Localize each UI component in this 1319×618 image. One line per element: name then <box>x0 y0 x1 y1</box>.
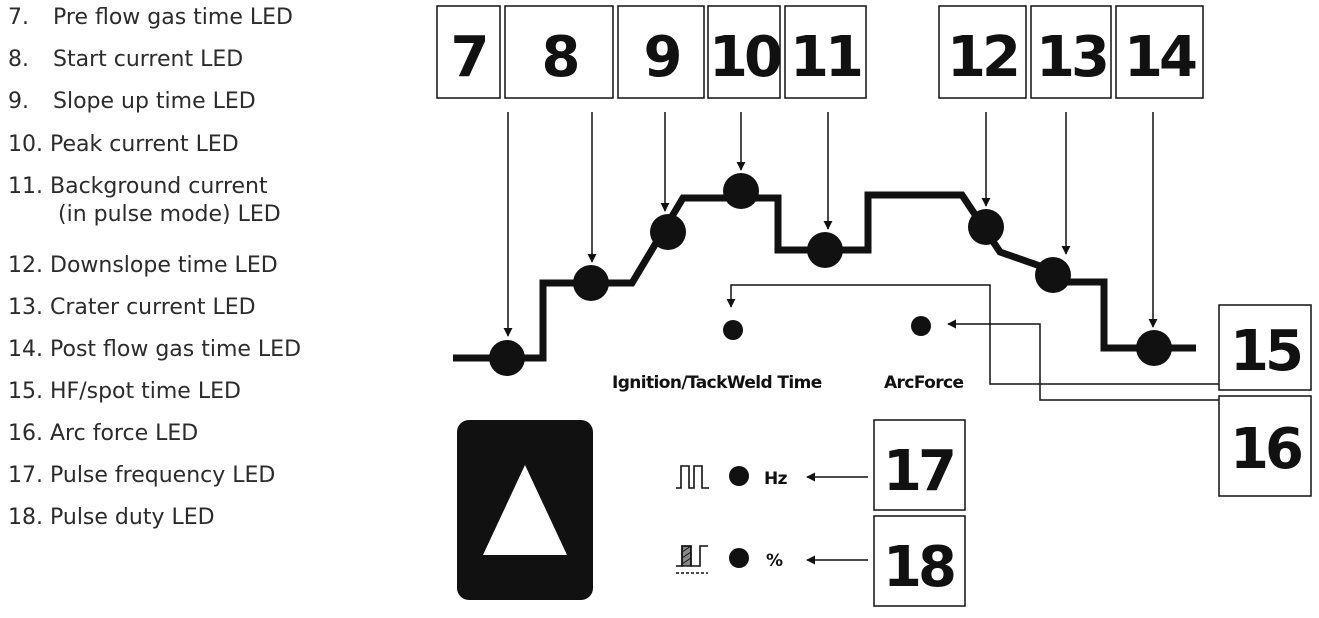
callout-arrows <box>503 112 1219 565</box>
led-background-current <box>807 232 843 268</box>
legend-item-14: 14. Post flow gas time LED <box>8 336 301 364</box>
welding-cycle-waveform <box>453 191 1196 362</box>
callout-8: 8 <box>504 5 614 99</box>
callout-7: 7 <box>436 5 501 99</box>
callout-number: 16 <box>1230 417 1301 482</box>
legend-number: 12. <box>8 253 43 278</box>
callout-16: 16 <box>1218 395 1312 497</box>
callout-number: 13 <box>1036 25 1106 90</box>
legend-text: Post flow gas time LED <box>50 337 302 362</box>
callout-number: 10 <box>709 25 781 90</box>
legend-text: Start current LED <box>53 47 244 72</box>
callout-10: 10 <box>707 5 785 99</box>
legend-text: Background current <box>50 174 268 199</box>
led-pulse-duty <box>729 548 749 568</box>
led-crater-current <box>1035 257 1071 293</box>
callout-14: 14 <box>1115 5 1204 99</box>
callout-number: 15 <box>1230 319 1301 384</box>
legend-number: 8. <box>8 47 29 72</box>
legend-text: Downslope time LED <box>50 253 278 278</box>
led-post-flow-gas-time <box>1136 330 1172 366</box>
led-peak-current <box>723 173 759 209</box>
percent-label: % <box>766 551 783 571</box>
legend-text: Pulse duty LED <box>50 505 215 530</box>
legend-item-9: 9. Slope up time LED <box>8 88 256 116</box>
duty-cycle-icon <box>676 545 708 574</box>
legend-number: 14. <box>8 337 43 362</box>
callout-15: 15 <box>1218 304 1312 391</box>
callout-12: 12 <box>938 5 1027 99</box>
legend-number: 10. <box>8 132 43 157</box>
legend-text: HF/spot time LED <box>50 379 241 404</box>
legend-item-10: 10. Peak current LED <box>8 131 239 159</box>
up-button[interactable] <box>457 420 593 600</box>
callout-number: 12 <box>947 25 1017 90</box>
arcforce-label: ArcForce <box>884 373 963 393</box>
callout-number: 14 <box>1124 25 1196 90</box>
led-ignition-tackweld-time <box>723 320 743 340</box>
led-slope-up-time <box>650 214 686 250</box>
legend-item-15: 15. HF/spot time LED <box>8 378 241 406</box>
triangle-up-icon <box>483 465 567 555</box>
hz-label: Hz <box>764 469 788 489</box>
led-pre-flow-gas-time <box>489 340 525 376</box>
legend-text: Slope up time LED <box>53 89 256 114</box>
legend-number: 11. <box>8 174 43 199</box>
legend-text: Pre flow gas time LED <box>53 5 293 30</box>
legend-item-16: 16. Arc force LED <box>8 420 198 448</box>
legend-text: Arc force LED <box>50 421 199 446</box>
legend-item-17: 17. Pulse frequency LED <box>8 462 275 490</box>
callout-number: 18 <box>883 535 954 600</box>
callout-13: 13 <box>1030 5 1112 99</box>
legend-number: 18. <box>8 505 43 530</box>
legend-number: 13. <box>8 295 43 320</box>
legend-item-8: 8. Start current LED <box>8 46 243 74</box>
legend-text-continuation: (in pulse mode) LED <box>58 202 281 227</box>
legend-text: Peak current LED <box>50 132 239 157</box>
legend-number: 16. <box>8 421 43 446</box>
led-pulse-frequency <box>729 466 749 486</box>
callout-number: 11 <box>790 25 861 90</box>
callout-11: 11 <box>784 5 867 99</box>
callout-number: 9 <box>644 25 680 90</box>
led-downslope-time <box>968 209 1004 245</box>
legend-text: Crater current LED <box>50 295 256 320</box>
legend-item-18: 18. Pulse duty LED <box>8 504 215 532</box>
led-start-current <box>573 265 609 301</box>
legend-item-12: 12. Downslope time LED <box>8 252 278 280</box>
callout-number: 7 <box>451 25 486 90</box>
legend-number: 9. <box>8 89 29 114</box>
callout-number: 8 <box>542 25 578 90</box>
callout-number: 17 <box>883 439 953 504</box>
led-arc-force <box>911 316 931 336</box>
legend-text: Pulse frequency LED <box>50 463 276 488</box>
legend-item-13: 13. Crater current LED <box>8 294 256 322</box>
legend-number: 15. <box>8 379 43 404</box>
legend-number: 7. <box>8 5 29 30</box>
callout-9: 9 <box>617 5 705 99</box>
legend-item-7: 7. Pre flow gas time LED <box>8 4 293 32</box>
callout-17: 17 <box>873 419 966 511</box>
ignition-tackweld-label: Ignition/TackWeld Time <box>612 373 822 393</box>
led-legend-list: 7. Pre flow gas time LED 8. Start curren… <box>0 0 370 618</box>
pulse-wave-icon <box>676 465 709 489</box>
callout-18: 18 <box>873 515 966 607</box>
legend-number: 17. <box>8 463 43 488</box>
legend-item-11: 11. Background current (in pulse mode) LE… <box>8 173 281 229</box>
